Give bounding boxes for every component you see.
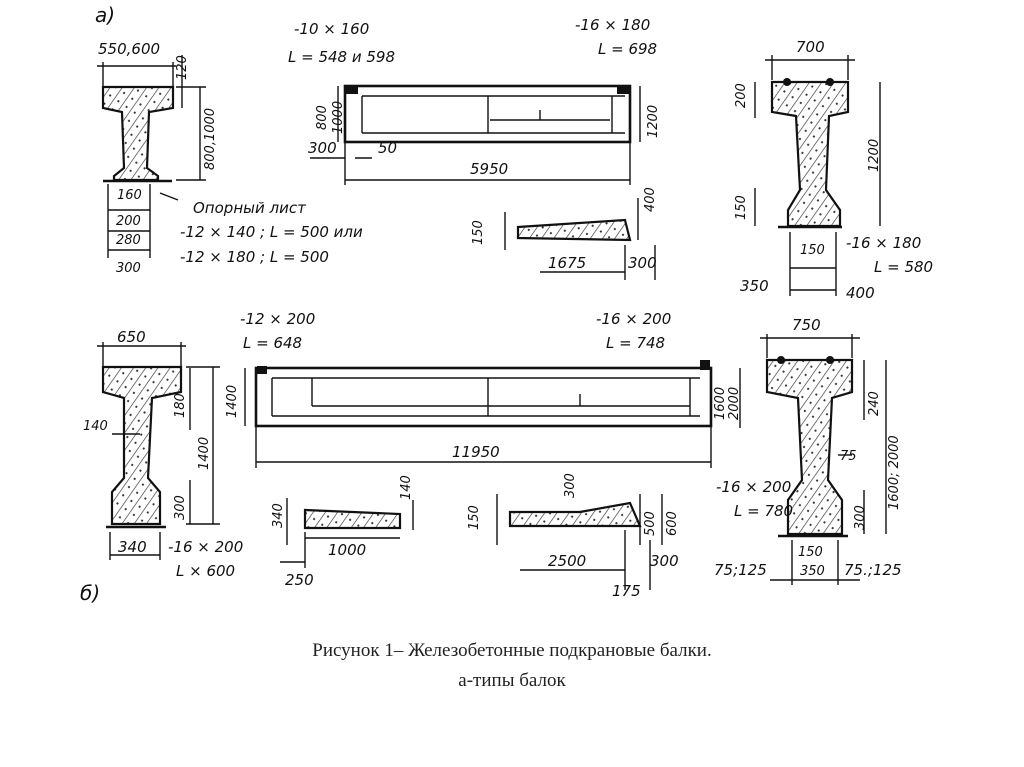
sheet-a1-length: L = 548 и 598: [288, 48, 395, 66]
dim-a-300b: 300: [308, 139, 337, 157]
dim-b-750: 750: [792, 316, 821, 334]
dim-a-150c: 150: [800, 243, 825, 258]
dim-b-300c: 300: [650, 552, 679, 570]
dim-b-250: 250: [285, 571, 314, 589]
dim-a-50: 50: [378, 139, 397, 157]
dim-b-175: 175: [612, 582, 641, 600]
dim-b-240: 240: [867, 391, 882, 416]
dim-a-1200: 1200: [646, 105, 661, 138]
dim-b-1600: 1600: [713, 387, 728, 420]
beam-drawing: а) 550,600 120 800,1000 160 200 280 300 …: [80, 3, 933, 605]
sheet-b1-length: L = 648: [243, 334, 302, 352]
sheet-b0-length: L × 600: [176, 562, 235, 580]
label-a: а): [95, 3, 115, 27]
dim-b-600: 600: [665, 511, 680, 536]
beam-b-elevation: -12 × 200 L = 648 -16 × 200 L = 748 1400…: [225, 310, 742, 468]
dim-b-75b: 75.;125: [844, 561, 902, 579]
dim-a-1200b: 1200: [867, 139, 882, 172]
dim-a-400: 400: [643, 187, 658, 212]
support-sheet-line2: -12 × 180 ; L = 500: [180, 248, 329, 266]
dim-b-340: 340: [118, 538, 147, 556]
support-sheet-title: Опорный лист: [193, 199, 307, 217]
beam-b-end-detail-left: 340 140 1000 250: [271, 475, 414, 589]
dim-a-700: 700: [796, 38, 825, 56]
dim-a-350: 350: [740, 277, 769, 295]
dim-b-11950: 11950: [452, 443, 500, 461]
beam-a-elevation: -10 × 160 L = 548 и 598 -16 × 180 L = 69…: [288, 16, 661, 185]
dim-b-1000: 1000: [328, 541, 366, 559]
dim-b-2500: 2500: [548, 552, 586, 570]
dim-a-300c: 300: [628, 254, 657, 272]
label-b: б): [80, 581, 100, 605]
dim-a-150b: 150: [734, 195, 749, 220]
sheet-a2-size: -16 × 180: [575, 16, 650, 34]
dim-b-140b: 140: [399, 475, 414, 500]
dim-a-150: 150: [471, 220, 486, 245]
dim-b-1600b: 1600; 2000: [887, 435, 902, 510]
section-a-small: 550,600 120 800,1000 160 200 280 300: [97, 40, 218, 276]
beam-a-end-detail: 150 400 1675 300: [471, 187, 658, 280]
support-sheet-line1: -12 × 140 ; L = 500 или: [180, 223, 363, 241]
dim-a-1000: 1000: [331, 101, 346, 134]
figure-caption-line1: Рисунок 1– Железобетонные подкрановые ба…: [312, 640, 712, 661]
dim-b-1400: 1400: [197, 437, 212, 470]
beam-b-end-detail-right: 150 300 500 600 2500 300 175: [467, 473, 680, 600]
dim-b-300d: 300: [853, 505, 868, 530]
dim-a-160: 160: [117, 188, 142, 203]
dim-b-300: 300: [173, 495, 188, 520]
dim-a-800: 800: [315, 105, 330, 130]
dim-b-650: 650: [117, 328, 146, 346]
dim-b-340b: 340: [271, 503, 286, 528]
sheet-b3-size: -16 × 200: [716, 478, 791, 496]
sheet-b3-length: L = 780: [734, 502, 793, 520]
sheet-a1-size: -10 × 160: [294, 20, 369, 38]
sheet-b0-size: -16 × 200: [168, 538, 243, 556]
dim-a-1675: 1675: [548, 254, 586, 272]
sheet-b2-size: -16 × 200: [596, 310, 671, 328]
dim-a-300: 300: [116, 261, 141, 276]
sheet-a3-size: -16 × 180: [846, 234, 921, 252]
dim-b-180: 180: [173, 393, 188, 418]
dim-a-400b: 400: [846, 284, 875, 302]
sheet-a3-length: L = 580: [874, 258, 933, 276]
dim-a-5950: 5950: [470, 160, 508, 178]
dim-a-280: 280: [116, 233, 141, 248]
dim-a-120: 120: [175, 55, 190, 80]
support-sheet-notes: Опорный лист -12 × 140 ; L = 500 или -12…: [180, 199, 363, 266]
dim-b-1400b: 1400: [225, 385, 240, 418]
dim-b-350: 350: [800, 564, 825, 579]
dim-b-300b: 300: [563, 473, 578, 498]
sheet-a2-length: L = 698: [598, 40, 657, 58]
section-b-small: 650 140 180 1400 300 340 -16 × 200 L × 6…: [83, 328, 243, 580]
dim-b-75a: 75;125: [714, 561, 767, 579]
dim-b-140: 140: [83, 419, 108, 434]
figure-caption-line2: а-типы балок: [458, 670, 566, 691]
sheet-b2-length: L = 748: [606, 334, 665, 352]
dim-a-200b: 200: [734, 83, 749, 108]
dim-b-500: 500: [643, 511, 658, 536]
dim-b-150b: 150: [798, 545, 823, 560]
section-b-large: 750 240 1600; 2000 75 -16 × 200 L = 780 …: [714, 316, 902, 585]
dim-a-flange: 550,600: [98, 40, 160, 58]
dim-b-2000: 2000: [727, 387, 742, 420]
dim-a-height: 800,1000: [203, 108, 218, 170]
dim-b-75: 75: [840, 449, 857, 464]
dim-a-200: 200: [116, 214, 141, 229]
dim-b-150: 150: [467, 505, 482, 530]
section-a-large: 700 200 1200 150 150 350 400 -16 × 180 L…: [734, 38, 933, 302]
sheet-b1-size: -12 × 200: [240, 310, 315, 328]
